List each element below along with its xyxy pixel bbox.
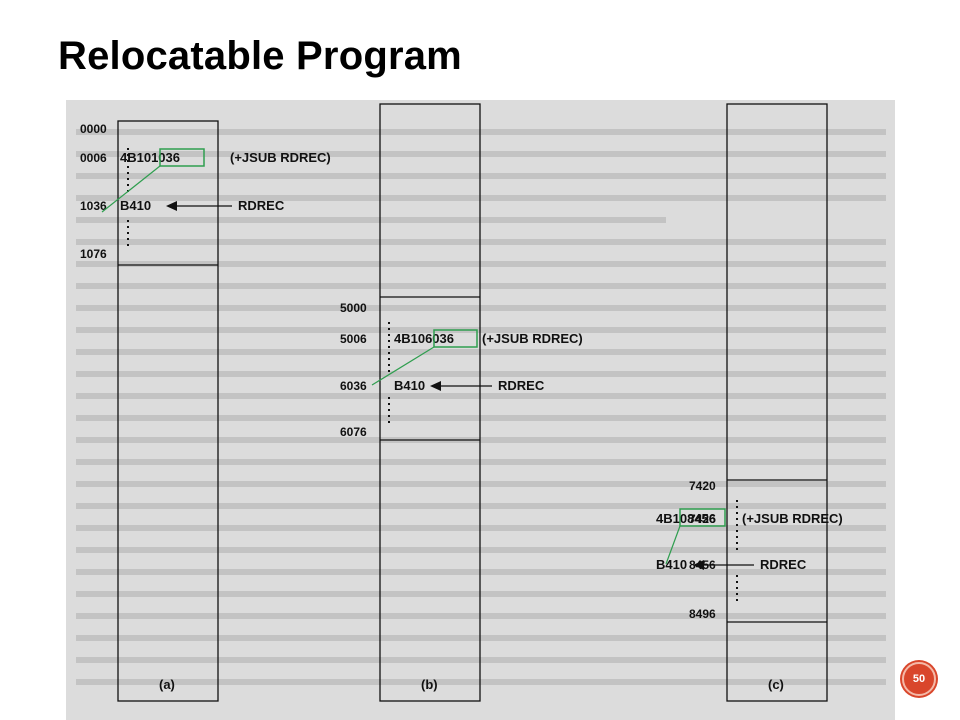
memory-block [117, 120, 219, 702]
memory-block [379, 103, 481, 702]
relocation-link [101, 165, 161, 213]
instruction-code: 4B108456 [656, 511, 716, 526]
address-jsub: 5006 [340, 332, 367, 346]
relocation-figure: 0000 0006 1036 1076 4B101036 (+JSUB RDRE… [66, 100, 895, 720]
target-code: B410 [394, 378, 425, 393]
address-start: 7420 [689, 479, 716, 493]
page-number-badge: 50 [902, 662, 936, 696]
panel-a: 0000 0006 1036 1076 4B101036 (+JSUB RDRE… [80, 120, 331, 702]
instruction-code: 4B106036 [394, 331, 454, 346]
address-jsub: 0006 [80, 151, 107, 165]
instruction-comment: (+JSUB RDREC) [482, 331, 583, 346]
address-start: 0000 [80, 122, 107, 136]
slide-title: Relocatable Program [58, 34, 462, 78]
address-start: 5000 [340, 301, 367, 315]
instruction-comment: (+JSUB RDREC) [230, 150, 331, 165]
panel-caption: (c) [768, 677, 784, 692]
address-field-highlight [159, 148, 205, 167]
target-code: B410 [120, 198, 151, 213]
address-end: 1076 [80, 247, 107, 261]
target-code: B410 [656, 557, 687, 572]
address-field-highlight [433, 329, 478, 348]
arrow-head [430, 381, 441, 391]
relocation-link [371, 346, 435, 386]
panel-caption: (a) [159, 677, 175, 692]
target-label: RDREC [498, 378, 545, 393]
arrow-head [166, 201, 177, 211]
scan-texture [76, 129, 886, 685]
relocation-link [665, 525, 681, 565]
address-end: 8496 [689, 607, 716, 621]
instruction-code: 4B101036 [120, 150, 180, 165]
address-rdrec: 6036 [340, 379, 367, 393]
arrow-head [693, 560, 704, 570]
address-end: 6076 [340, 425, 367, 439]
address-jsub: 7426 [689, 512, 716, 526]
target-label: RDREC [760, 557, 807, 572]
panel-caption: (b) [421, 677, 438, 692]
relocation-diagram: 0000 0006 1036 1076 4B101036 (+JSUB RDRE… [76, 103, 886, 702]
memory-block [726, 103, 828, 702]
instruction-comment: (+JSUB RDREC) [742, 511, 843, 526]
address-rdrec: 1036 [80, 199, 107, 213]
panel-b: 5000 5006 6036 6076 4B106036 (+JSUB RDRE… [340, 103, 583, 702]
panel-c: 7420 7426 8456 8496 4B108456 (+JSUB RDRE… [656, 103, 843, 702]
target-label: RDREC [238, 198, 285, 213]
address-field-highlight [679, 508, 726, 527]
